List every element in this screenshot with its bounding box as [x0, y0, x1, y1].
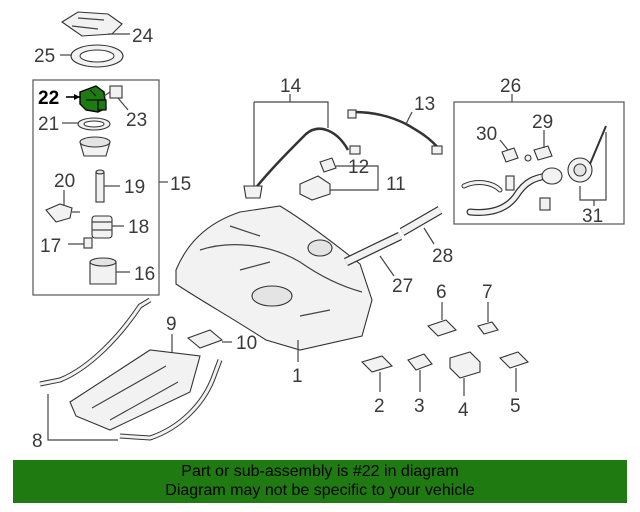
part-5-pad	[498, 351, 530, 369]
callout-31: 31	[582, 206, 603, 227]
part-29-clip	[533, 145, 553, 161]
part-23-clip	[103, 85, 123, 99]
part-31-cap	[567, 125, 607, 183]
callout-11: 11	[386, 174, 406, 195]
callout-16: 16	[134, 264, 155, 285]
part-25-gasket	[70, 44, 124, 68]
part-13-harness	[347, 109, 443, 155]
callout-13: 13	[414, 94, 435, 115]
pump-cap	[79, 136, 111, 157]
parts-diagram: 24 25 22 23 21 15 20 19 18 17 16 14 13 1…	[32, 11, 625, 452]
part-6-pad	[426, 319, 458, 337]
banner-line-disclaimer: Diagram may not be specific to your vehi…	[165, 482, 475, 499]
part-3-pad	[407, 353, 433, 371]
callout-4: 4	[458, 400, 469, 421]
banner-line-part: Part or sub-assembly is #22 in diagram	[181, 463, 459, 480]
callout-5: 5	[510, 396, 521, 417]
callout-1: 1	[292, 366, 303, 387]
bracket-14	[253, 101, 329, 186]
callout-2: 2	[374, 396, 385, 417]
callout-29: 29	[532, 112, 553, 133]
callout-28: 28	[432, 246, 453, 267]
callout-3: 3	[414, 396, 425, 417]
callout-14: 14	[280, 76, 302, 97]
part-14-harness	[243, 127, 361, 199]
callout-22: 22	[38, 88, 59, 109]
group-26-box	[453, 101, 625, 225]
leader-23	[117, 97, 129, 111]
leader-30	[499, 139, 509, 151]
part-1-fuel-tank	[175, 205, 373, 351]
part-21-ring	[77, 117, 111, 131]
leader-13	[405, 111, 413, 125]
callout-19: 19	[124, 177, 145, 198]
filler-neck	[461, 167, 563, 216]
part-17-valve	[83, 237, 93, 249]
callout-15: 15	[170, 174, 191, 195]
bracket-31	[579, 132, 607, 206]
part-2-pad	[360, 355, 394, 373]
callout-23: 23	[126, 110, 147, 131]
part-22-highlighted	[79, 85, 107, 113]
part-24-plate	[61, 11, 123, 37]
part-10-pad	[186, 329, 224, 349]
part-11-bracket	[299, 175, 331, 201]
callout-27: 27	[392, 276, 413, 297]
bracket-8	[47, 394, 118, 441]
callout-9: 9	[166, 314, 177, 335]
leader-27	[379, 255, 395, 277]
callout-21: 21	[38, 114, 59, 135]
part-7-pad	[477, 321, 499, 335]
part-30-clip	[501, 147, 532, 163]
part-20-sensor	[45, 203, 80, 223]
callout-10: 10	[236, 333, 257, 354]
part-27-hose	[344, 231, 402, 267]
part-12-clip	[319, 157, 337, 173]
callout-24: 24	[132, 26, 154, 47]
callout-20: 20	[54, 171, 75, 192]
part-19-tube	[95, 169, 105, 203]
leader-12-11	[330, 165, 379, 191]
part-18-filter	[91, 215, 113, 239]
callout-6: 6	[436, 282, 447, 303]
leader-28	[423, 227, 435, 245]
part-28-hose	[399, 206, 443, 236]
callout-18: 18	[128, 217, 149, 238]
part-4-pad	[449, 351, 481, 379]
part-9-shield	[69, 349, 201, 431]
part-8-straps	[39, 297, 223, 441]
callout-25: 25	[34, 46, 55, 67]
callout-26: 26	[500, 76, 521, 97]
callout-30: 30	[476, 124, 497, 145]
info-banner: Part or sub-assembly is #22 in diagram D…	[13, 460, 627, 503]
group-15-box	[32, 79, 160, 296]
callout-12: 12	[348, 157, 369, 178]
callout-17: 17	[40, 236, 61, 257]
callout-8: 8	[32, 431, 43, 452]
part-16-canister	[89, 257, 117, 285]
callout-7: 7	[482, 282, 493, 303]
